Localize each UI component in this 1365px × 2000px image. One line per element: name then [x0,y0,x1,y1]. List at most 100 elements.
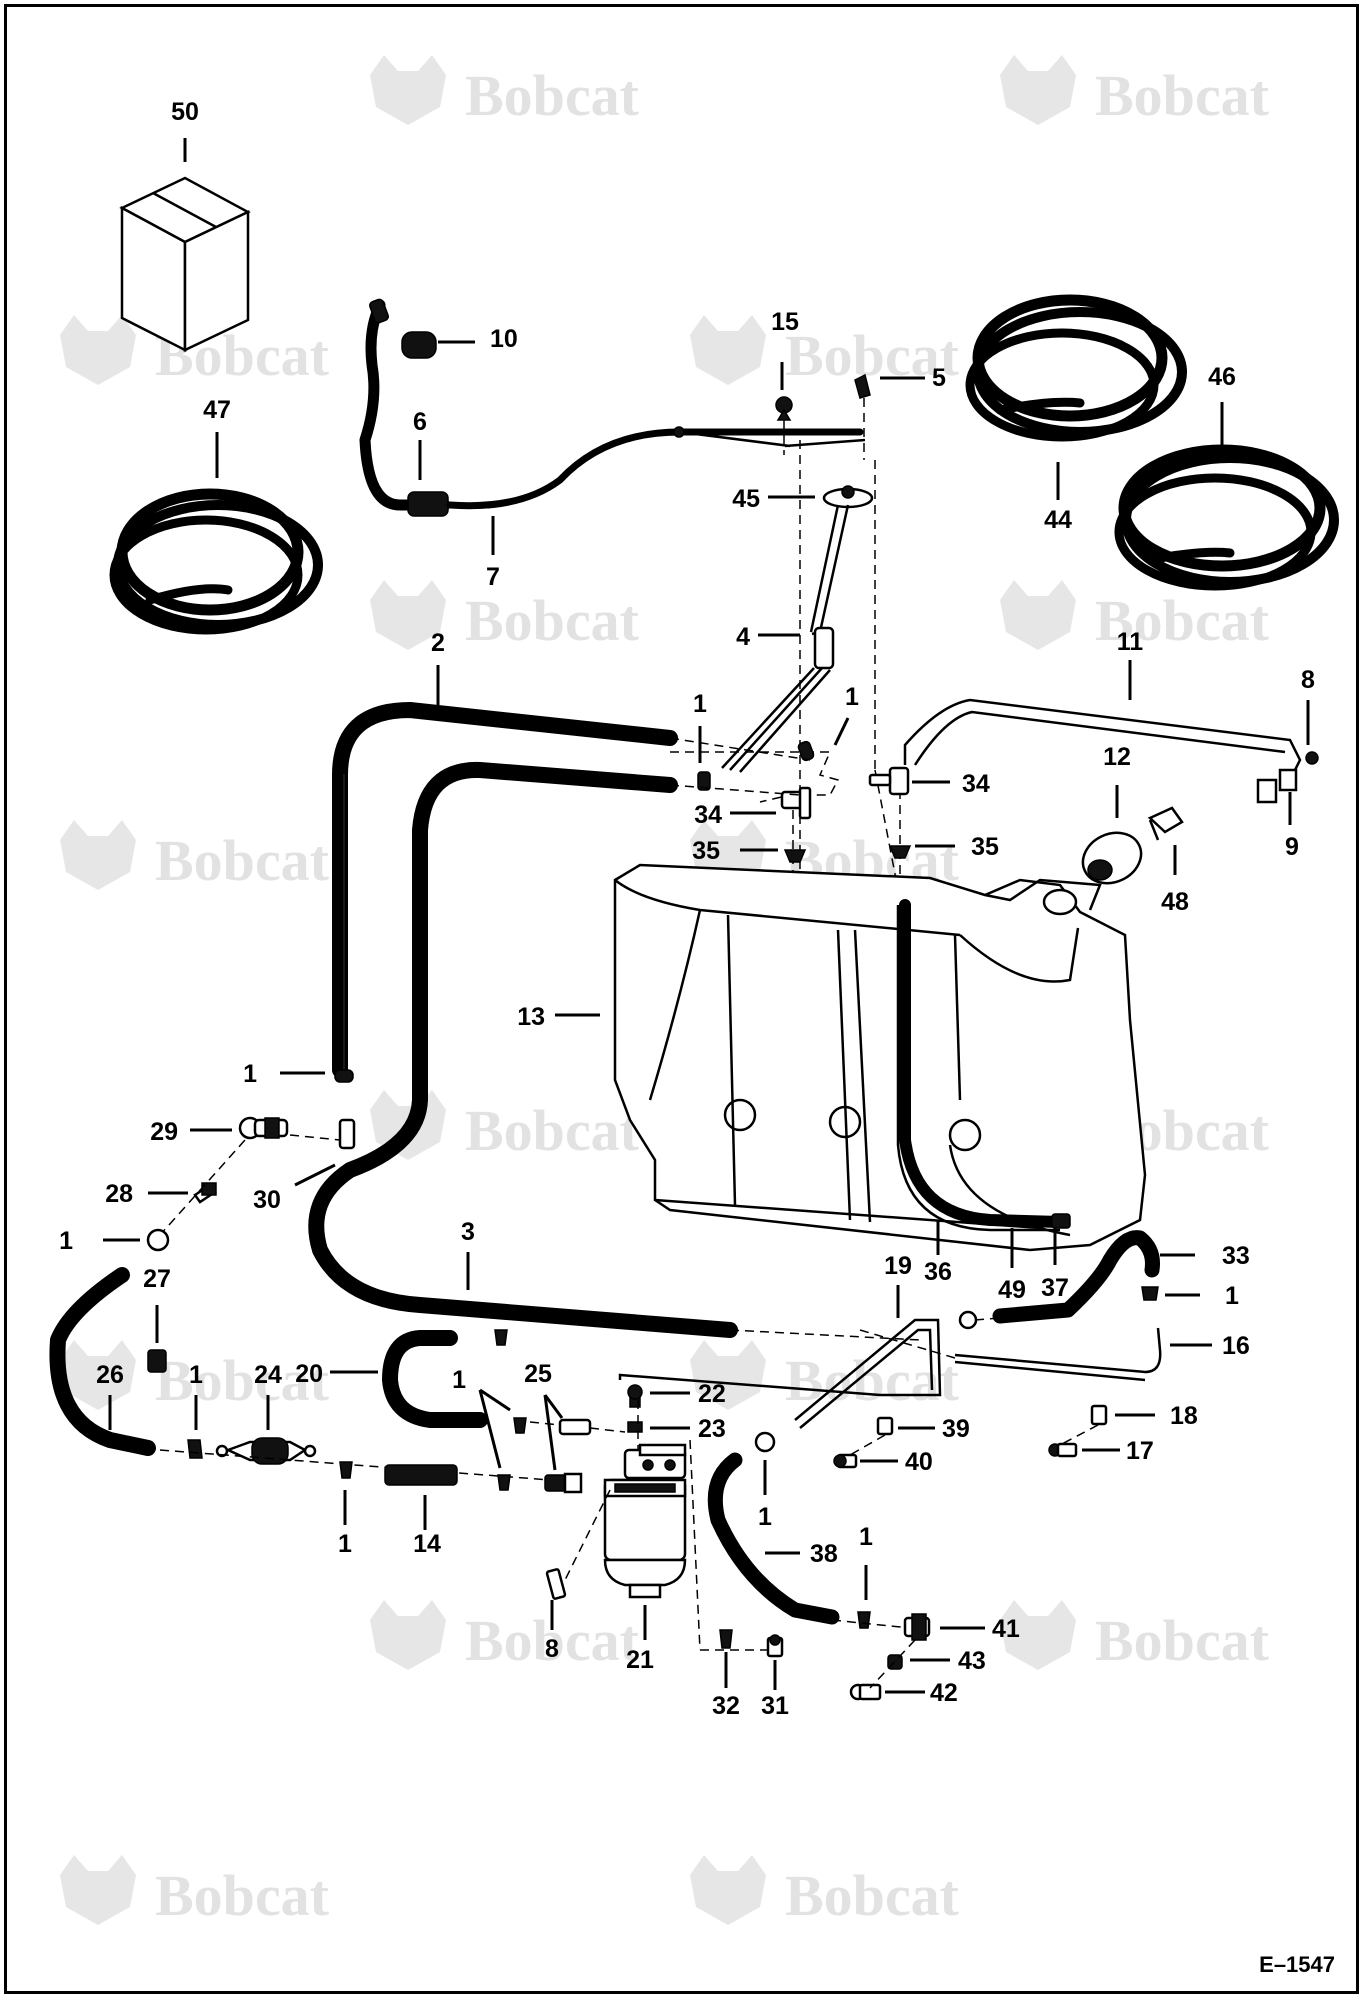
callout-13: 13 [517,1003,545,1031]
callout-19: 19 [884,1252,912,1280]
bobcat-watermark: Bobcat [1000,580,1270,653]
callout-37: 37 [1041,1274,1069,1302]
callout-49: 49 [998,1276,1026,1304]
callout-45: 45 [732,485,760,513]
callout-16: 16 [1222,1332,1250,1360]
bobcat-logo-icon [1000,55,1076,125]
part-38-hose [707,1431,985,1701]
callout-35-right: 35 [971,833,999,861]
callout-1-27: 1 [59,1227,73,1255]
bobcat-logo-icon [370,1600,446,1670]
bobcat-logo-icon [1000,580,1076,650]
bobcat-logo-icon [690,315,766,385]
bobcat-watermark: Bobcat [1000,55,1270,128]
watermark-text: Bobcat [465,1098,640,1163]
callout-24: 24 [254,1361,282,1389]
bobcat-logo-icon [690,1340,766,1410]
part-26-hose [49,1267,156,1456]
callout-6: 6 [413,408,427,436]
bobcat-watermark: Bobcat [370,55,640,128]
bobcat-watermark: Bobcat [1000,1600,1270,1673]
callout-10: 10 [490,325,518,353]
callout-50: 50 [171,98,199,126]
bobcat-logo-icon [370,580,446,650]
part-44-coiled-hose [965,294,1187,500]
callout-8-lower: 8 [545,1635,559,1663]
watermark-text: Bobcat [785,1348,960,1413]
callout-34-left: 34 [694,801,722,829]
callout-9: 9 [1285,833,1299,861]
callout-41: 41 [992,1615,1020,1643]
bobcat-watermark: Bobcat [60,1855,330,1928]
part-12-fuel-cap [1081,785,1184,885]
callout-39: 39 [942,1415,970,1443]
bobcat-logo-icon [60,1340,136,1410]
part-4-fuel-sender [721,362,925,773]
part-2-return-hose [332,665,811,1078]
bobcat-watermark: Bobcat [370,1600,640,1673]
clamps-and-fittings-25 [478,1329,626,1494]
part-13-fuel-tank [555,863,1147,1252]
tank-top-fittings [697,717,955,863]
callout-1-tank-right: 1 [845,683,859,711]
bobcat-watermark: Bobcat [690,315,960,388]
bobcat-logo-icon [60,315,136,385]
callout-44: 44 [1044,506,1072,534]
watermark-text: Bobcat [785,323,960,388]
callout-8-upper: 8 [1301,666,1315,694]
callout-1-20: 1 [452,1366,466,1394]
callout-1-return: 1 [243,1060,257,1088]
watermark-text: Bobcat [155,1348,330,1413]
callout-30: 30 [253,1186,281,1214]
callout-20: 20 [295,1360,323,1388]
bobcat-watermark: Bobcat [60,1340,330,1413]
watermark-text: Bobcat [1095,63,1270,128]
watermark-text: Bobcat [465,63,640,128]
callout-14: 14 [413,1530,441,1558]
callout-47: 47 [203,396,231,424]
watermark-text: Bobcat [1095,588,1270,653]
bobcat-logo-icon [370,55,446,125]
tube-19-16 [618,1285,1212,1429]
callout-35-left: 35 [692,837,720,865]
callout-29: 29 [150,1118,178,1146]
callout-3: 3 [461,1218,475,1246]
callout-21: 21 [626,1646,654,1674]
callout-36: 36 [924,1258,952,1286]
bobcat-watermark: Bobcat [60,820,330,893]
part-47-coiled-hose [109,432,323,635]
left-fittings [103,1069,356,1373]
callout-31: 31 [761,1692,789,1720]
callout-1-38: 1 [758,1503,772,1531]
bobcat-watermark: Bobcat [690,1855,960,1928]
callout-1-33: 1 [1225,1282,1239,1310]
bobcat-watermark: Bobcat [690,1340,960,1413]
callout-1-26: 1 [189,1361,203,1389]
callout-42: 42 [930,1679,958,1707]
part-33-hose [958,1230,1200,1330]
bobcat-logo-icon [60,820,136,890]
callout-17: 17 [1126,1437,1154,1465]
callout-28: 28 [105,1180,133,1208]
filter-line [159,1395,551,1530]
bolt-8-lower [545,1568,567,1630]
callout-25: 25 [524,1360,552,1388]
part-50-box [119,138,251,353]
callout-23: 23 [698,1415,726,1443]
part-3-supply-hose [308,761,921,1341]
callout-5: 5 [932,364,946,392]
callout-33: 33 [1222,1242,1250,1270]
callout-26: 26 [96,1361,124,1389]
bobcat-logo-icon [690,1855,766,1925]
watermark-text: Bobcat [1095,1608,1270,1673]
callout-2: 2 [431,629,445,657]
callout-40: 40 [905,1448,933,1476]
callout-12: 12 [1103,743,1131,771]
watermark-text: Bobcat [155,1863,330,1928]
drawing-number: E–1547 [1259,1952,1335,1977]
callout-1-14: 1 [338,1530,352,1558]
callout-15: 15 [771,308,799,336]
watermark-text: Bobcat [155,828,330,893]
bobcat-watermark: Bobcat [370,580,640,653]
